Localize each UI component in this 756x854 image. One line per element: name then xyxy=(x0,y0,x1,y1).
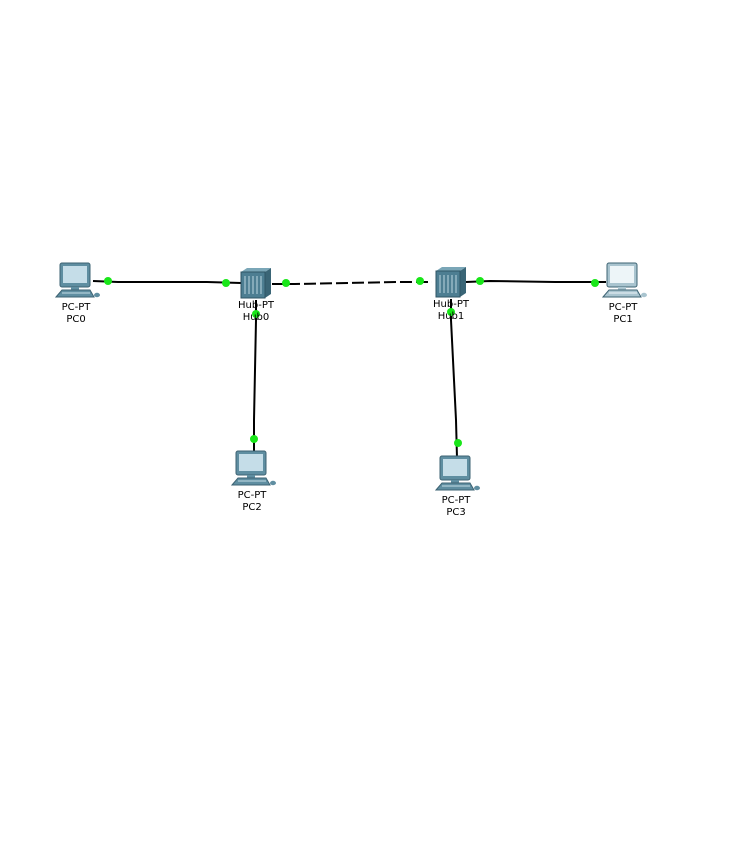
link-light-pc0-hub0-a xyxy=(104,277,112,285)
device-type-label: Hub-PT xyxy=(238,300,275,311)
device-name-label: PC3 xyxy=(446,507,465,518)
link-light-hub0-pc2-b xyxy=(250,435,258,443)
links-layer xyxy=(92,279,606,459)
pc-icon xyxy=(230,450,276,486)
link-hub0-hub1[interactable] xyxy=(272,281,432,285)
link-light-hub0-hub1-a xyxy=(282,279,290,287)
link-light-pc0-hub0-b xyxy=(222,279,230,287)
nodes-layer: PC-PTPC0Hub-PTHub0Hub-PTHub1PC-PTPC1PC-P… xyxy=(54,262,647,518)
pc-icon xyxy=(601,262,647,298)
device-type-label: PC-PT xyxy=(62,302,92,313)
link-hub1-pc1[interactable] xyxy=(465,279,606,283)
link-pc0-hub0[interactable] xyxy=(92,280,242,284)
hub-icon xyxy=(240,268,271,299)
link-light-hub1-pc1-b xyxy=(591,279,599,287)
pc-icon xyxy=(434,455,480,491)
link-lights-layer xyxy=(104,277,599,447)
link-light-hub0-hub1-b xyxy=(416,277,424,285)
link-light-hub1-pc1-a xyxy=(476,277,484,285)
device-name-label: Hub1 xyxy=(438,311,465,322)
link-hub1-pc3[interactable] xyxy=(450,299,458,459)
link-light-hub0-pc2-a xyxy=(252,310,260,318)
hub-icon xyxy=(435,267,466,298)
device-name-label: PC2 xyxy=(242,502,261,513)
device-name-label: Hub0 xyxy=(243,312,270,323)
device-name-label: PC0 xyxy=(66,314,85,325)
link-hub0-pc2[interactable] xyxy=(253,300,257,455)
device-type-label: PC-PT xyxy=(238,490,268,501)
link-light-hub1-pc3-b xyxy=(454,439,462,447)
pc-icon xyxy=(54,262,100,298)
device-type-label: PC-PT xyxy=(609,302,639,313)
link-light-hub1-pc3-a xyxy=(447,308,455,316)
device-type-label: Hub-PT xyxy=(433,299,470,310)
device-name-label: PC1 xyxy=(613,314,632,325)
device-type-label: PC-PT xyxy=(442,495,472,506)
